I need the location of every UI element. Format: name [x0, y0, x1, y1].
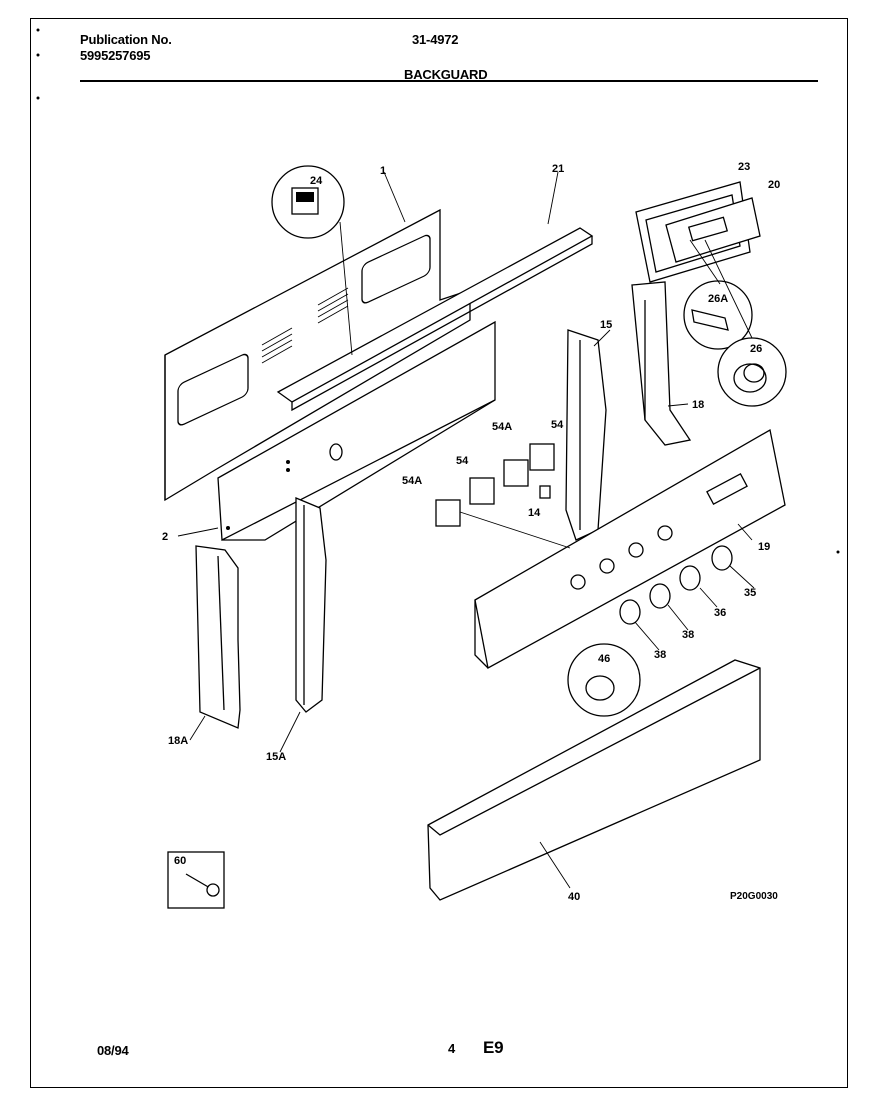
part-label: 23: [738, 161, 750, 173]
screw-inset-part-60: [167, 851, 225, 909]
part-label: 18: [692, 399, 704, 411]
part-label: 38: [654, 649, 666, 661]
part-label: 60: [174, 855, 186, 867]
part-label: 46: [598, 653, 610, 665]
part-label: 15: [600, 319, 612, 331]
knob-inset-part-26: [689, 239, 787, 407]
stray-dot: [836, 550, 840, 554]
stray-dot: [36, 28, 40, 32]
upright-bracket-part-15a: [295, 497, 327, 713]
part-label: 26A: [708, 293, 728, 305]
footer-code: E9: [483, 1038, 504, 1057]
part-label: 21: [552, 163, 564, 175]
part-label: 18A: [168, 735, 188, 747]
part-label: 1: [380, 165, 386, 177]
top-trim-part-21: [276, 227, 594, 412]
side-trim-part-18a: [195, 545, 241, 729]
part-label: 54: [456, 455, 469, 467]
relay-parts-54-54a: [435, 443, 571, 549]
part-label: 2: [162, 531, 168, 543]
part-label: 35: [744, 587, 756, 599]
leader-lines: [177, 171, 755, 889]
control-board-parts-20-23: [635, 181, 761, 283]
probe-inset-part-26a: [683, 280, 753, 350]
part-label: 54A: [492, 421, 512, 433]
part-label: 40: [568, 891, 580, 903]
footer-date: 08/94: [97, 1043, 129, 1058]
publication-number: 5995257695: [80, 48, 151, 63]
page-frame: [30, 18, 848, 1088]
bottom-trim-part-40: [427, 659, 761, 901]
part-label: 54A: [402, 475, 422, 487]
stray-dot: [36, 96, 40, 100]
knob-inset-part-46: [567, 643, 641, 717]
lower-bracket-part-2: [217, 320, 496, 542]
side-trim-part-18: [631, 281, 692, 446]
knob-set-parts-35-36-38: [619, 545, 733, 625]
part-label: 24: [310, 175, 323, 187]
upright-bracket-part-15: [565, 329, 607, 541]
control-panel-part-19: [474, 428, 786, 669]
part-label: 38: [682, 629, 694, 641]
switch-inset-part-24: [271, 165, 353, 356]
part-label: 20: [768, 179, 780, 191]
part-label: 19: [758, 541, 770, 553]
model-number: 31-4972: [412, 32, 459, 47]
publication-label: Publication No.: [80, 32, 172, 47]
part-label: 54: [551, 419, 564, 431]
stray-dot: [36, 53, 40, 57]
drawing-id: P20G0030: [730, 891, 778, 902]
back-panel-part-1: [164, 208, 471, 502]
part-label: 14: [528, 507, 541, 519]
part-label: 36: [714, 607, 726, 619]
footer-page-number: 4: [448, 1041, 456, 1056]
part-label: 15A: [266, 751, 286, 763]
section-title: BACKGUARD: [404, 67, 488, 82]
part-label: 26: [750, 343, 762, 355]
